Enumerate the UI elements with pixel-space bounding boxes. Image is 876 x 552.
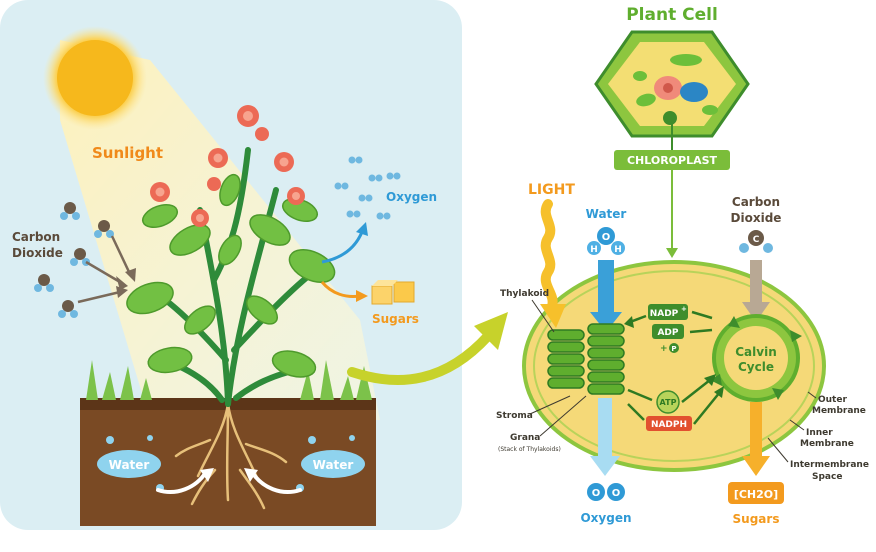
sunlight-label: Sunlight	[92, 144, 163, 162]
outer-membrane-line1: Outer	[818, 395, 847, 405]
grana-pointer	[539, 395, 587, 437]
intermembrane-line1: Intermembrane	[790, 460, 869, 470]
roots	[174, 402, 288, 510]
sugars-out-label: Sugars	[733, 512, 780, 526]
co2-label-line2: Dioxide	[12, 246, 63, 260]
water-arrows	[156, 468, 302, 494]
inner-membrane-line2: Membrane	[800, 439, 854, 449]
water-molecule: O H H	[587, 227, 625, 255]
water-left-group: Water	[97, 435, 164, 492]
nadph-box	[646, 416, 692, 431]
co2-arrows-left	[77, 235, 136, 304]
svg-text:C: C	[753, 235, 760, 245]
grana-label: Grana	[510, 433, 540, 443]
transition-arrowhead	[474, 312, 508, 350]
co2-arrowhead	[742, 302, 770, 322]
oxygen-out-label: Oxygen	[580, 511, 631, 525]
sugars-label-left: Sugars	[372, 312, 419, 326]
water-label: Water	[586, 207, 627, 221]
chloroplast-inner-membrane	[533, 270, 815, 462]
plant-cell-organelles	[633, 54, 718, 125]
ch2o-box	[728, 482, 784, 504]
water-right-group: Water	[296, 435, 365, 492]
sunlight-beam	[60, 40, 380, 420]
inner-membrane-pointer	[789, 419, 805, 431]
oxygen-out-arrowhead	[590, 456, 620, 476]
phosphate-label: P	[671, 345, 676, 353]
water-right-label: Water	[313, 458, 354, 472]
transition-arrow	[347, 331, 493, 385]
light-wave	[540, 199, 558, 311]
co2-right-line2: Dioxide	[731, 211, 782, 225]
co2-molecule-right: C	[739, 230, 773, 253]
svg-text:O: O	[612, 488, 621, 499]
plant-cell-title: Plant Cell	[626, 5, 718, 25]
chloroplast-label-box	[614, 150, 730, 170]
nadp-superscript: +	[681, 305, 687, 313]
co2-molecules-left	[34, 202, 114, 318]
grana-note: (Stack of Thylakoids)	[498, 446, 561, 453]
plus-sign: +	[660, 344, 668, 354]
chloroplast-pointer-head	[666, 248, 678, 258]
sugar-cubes-left	[371, 280, 415, 305]
sugars-arrowhead-left	[356, 290, 368, 302]
calvin-label-line2: Cycle	[738, 360, 774, 374]
intermembrane-line2: Space	[812, 472, 842, 482]
left-panel: Sunlight Water Water	[0, 0, 462, 530]
oxygen-arrowhead-left	[356, 222, 368, 236]
grana-stack-left	[547, 329, 585, 389]
carrier-arrows	[624, 310, 724, 425]
oxygen-out-molecule: O O	[587, 483, 625, 501]
atp-label: ATP	[660, 398, 677, 407]
light-arrowhead	[540, 304, 566, 328]
sugar-out-arrowhead	[742, 456, 770, 476]
svg-text:O: O	[592, 488, 601, 499]
atp-circle	[656, 390, 680, 414]
intermembrane-pointer	[767, 437, 789, 463]
svg-text:O: O	[602, 232, 611, 243]
nadp-box	[648, 304, 688, 320]
flowers	[150, 105, 305, 227]
water-left-label: Water	[109, 458, 150, 472]
chloroplast-label: CHLOROPLAST	[627, 154, 718, 167]
water-arrow-shaft	[598, 260, 614, 314]
grana-stack-right	[587, 323, 625, 395]
calvin-label-line1: Calvin	[735, 345, 777, 359]
calvin-cycle-core	[724, 326, 788, 390]
stroma-pointer	[529, 395, 571, 415]
sun	[57, 40, 133, 116]
co2-arrow-shaft	[750, 260, 762, 304]
sugar-out-shaft	[750, 402, 762, 458]
stroma-label: Stroma	[496, 411, 533, 421]
phosphate-circle	[669, 343, 679, 353]
oxygen-label-left: Oxygen	[386, 190, 437, 204]
co2-label-line1: Carbon	[12, 230, 60, 244]
outer-membrane-pointer	[807, 391, 817, 399]
adp-box	[652, 324, 684, 339]
inner-membrane-line1: Inner	[806, 428, 833, 438]
thylakoid-pointer	[531, 299, 555, 333]
oxygen-arrow-left	[321, 231, 364, 264]
plant-leaves	[126, 173, 336, 378]
thylakoid-label: Thylakoid	[500, 289, 549, 299]
adp-label: ADP	[657, 328, 678, 338]
light-label: LIGHT	[528, 182, 575, 198]
oxygen-out-shaft	[598, 398, 612, 458]
svg-text:H: H	[614, 245, 622, 255]
outer-membrane-line2: Membrane	[812, 406, 866, 416]
ch2o-label: [CH2O]	[734, 488, 778, 501]
nadp-label: NADP	[650, 309, 679, 319]
calvin-cycle-arrows	[710, 316, 802, 400]
right-panel: Plant Cell CHLOROPLAST LIGHT Water	[496, 5, 869, 526]
nadph-label: NADPH	[651, 420, 687, 430]
oxygen-molecules-left	[334, 156, 401, 220]
grass	[86, 360, 372, 400]
svg-text:H: H	[590, 245, 598, 255]
co2-right-line1: Carbon	[732, 195, 780, 209]
water-arrowhead	[590, 312, 622, 332]
